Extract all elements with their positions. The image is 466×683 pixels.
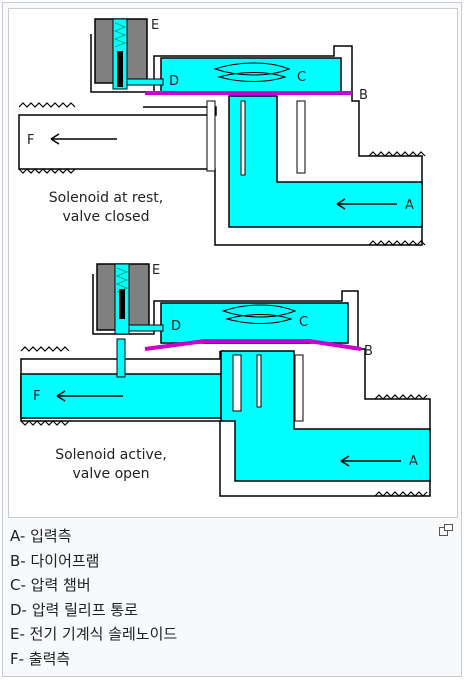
figure-frame: E D C B A F Solenoid at rest, valve clos… xyxy=(2,2,462,677)
inner-wall-open-mid xyxy=(256,354,262,408)
label-a: A xyxy=(405,198,414,213)
legend-item-c: C- 압력 챔버 xyxy=(10,576,91,594)
legend-item-d: D- 압력 릴리프 통로 xyxy=(10,600,138,619)
legend-item-e: E- 전기 기계식 솔레노이드 xyxy=(10,625,178,643)
solenoid-spring-open xyxy=(115,267,129,293)
legend-item-a: A- 입력측 xyxy=(10,527,72,545)
outlet-thread-open-lower xyxy=(20,420,70,426)
legend-item-b: B- 다이어프램 xyxy=(10,551,100,570)
caption-closed-line1: Solenoid at rest, xyxy=(49,190,163,206)
label-f-open: F xyxy=(33,389,40,404)
label-f: F xyxy=(27,133,34,148)
label-c: C xyxy=(297,70,306,85)
diaphragm-open xyxy=(144,339,362,351)
inlet-arrow-open xyxy=(340,455,401,467)
outlet-arrow-open xyxy=(56,390,123,402)
solenoid-spring xyxy=(113,22,127,48)
label-b-open: B xyxy=(364,344,373,359)
label-e: E xyxy=(151,18,159,33)
inner-wall-open-right xyxy=(294,354,304,422)
relief-outlet xyxy=(116,338,126,378)
label-e-open: E xyxy=(152,263,160,278)
inlet-thread-open-lower xyxy=(374,491,428,497)
caption-closed-line2: valve closed xyxy=(62,209,149,225)
inlet-fluid xyxy=(228,95,423,228)
label-b: B xyxy=(359,88,368,103)
label-d: D xyxy=(169,74,179,89)
inlet-thread-open-upper xyxy=(374,394,428,400)
caption-open-line2: valve open xyxy=(72,466,149,482)
inner-wall xyxy=(240,100,246,176)
caption-open-line1: Solenoid active, xyxy=(55,447,167,463)
outlet-thread-open xyxy=(20,346,70,352)
solenoid-valve-diagram[interactable]: E D C B A F Solenoid at rest, valve clos… xyxy=(8,8,458,518)
relief-passage-open xyxy=(128,324,164,332)
diagram-closed: E D C B A F Solenoid at rest, valve clos… xyxy=(18,18,426,246)
diagram-open: E D C B A F Solenoid active, valve open xyxy=(20,263,431,497)
inner-wall-left xyxy=(206,100,216,172)
label-a-open: A xyxy=(409,454,418,469)
outlet-arrow xyxy=(50,133,117,145)
plunger-open xyxy=(119,289,125,319)
plunger xyxy=(117,51,123,87)
chamber-spring-open xyxy=(221,304,297,324)
label-c-open: C xyxy=(299,315,308,330)
valve-body-outline xyxy=(18,34,423,246)
legend: A- 입력측 B- 다이어프램 C- 압력 챔버 D- 압력 릴리프 통로 E-… xyxy=(10,524,460,671)
enlarge-icon[interactable] xyxy=(439,524,453,536)
relief-passage xyxy=(126,78,164,86)
legend-item-f: F- 출력측 xyxy=(10,649,71,668)
inlet-arrow xyxy=(336,198,397,210)
pressure-chamber xyxy=(160,57,342,95)
outlet-thread-lower xyxy=(18,168,76,174)
inner-wall-right xyxy=(296,100,306,174)
label-d-open: D xyxy=(171,319,181,334)
inlet-thread-lower xyxy=(368,240,426,246)
outlet-thread xyxy=(18,102,76,108)
inlet-fluid-open xyxy=(220,350,431,482)
inlet-thread-upper xyxy=(368,151,426,157)
chamber-spring xyxy=(213,62,291,82)
diagram-svg: E D C B A F Solenoid at rest, valve clos… xyxy=(18,18,431,497)
inner-wall-open xyxy=(232,354,242,412)
